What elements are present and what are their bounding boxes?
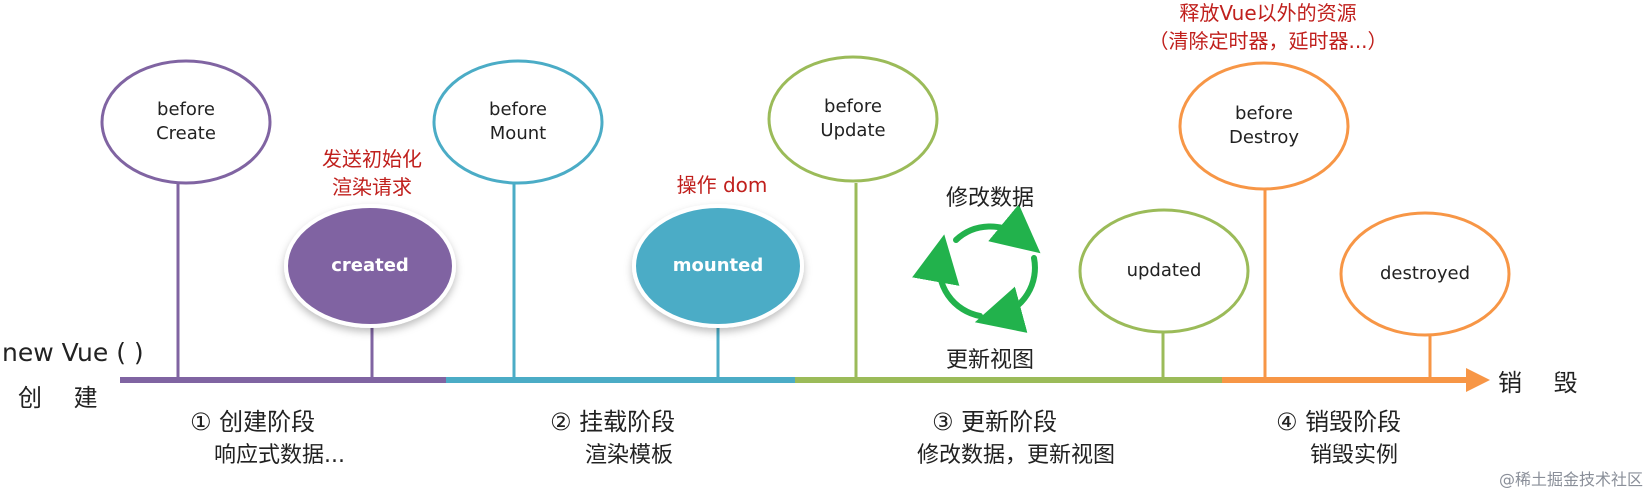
update-cycle-top-label: 修改数据: [945, 186, 1035, 211]
destroyed-node: [1339, 211, 1511, 337]
phase-mount-title: ② 挂载阶段: [550, 408, 676, 436]
destroyed-label: destroyed: [1379, 263, 1471, 284]
mounted-note: 操作 dom: [676, 173, 768, 197]
end-label: 销 毁: [1498, 369, 1590, 397]
created-node: [284, 204, 456, 328]
phase-destroy-desc: 销毁实例: [1310, 443, 1399, 468]
phase-update-desc: 修改数据，更新视图: [917, 443, 1116, 468]
created-label: created: [331, 255, 409, 276]
watermark: @稀土掘金技术社区: [1498, 470, 1643, 489]
beforeDestroy-node: [1178, 61, 1350, 191]
start-label-line1: new Vue ( ): [2, 338, 144, 367]
update-cycle-icon: [912, 204, 1041, 333]
updated-label: updated: [1126, 260, 1202, 281]
timeline-arrow-head: [1466, 368, 1490, 392]
beforeUpdate-node: [767, 55, 939, 183]
start-label-line2: 创 建: [18, 384, 110, 412]
phase-mount-desc: 渲染模板: [585, 443, 674, 468]
beforeCreate-node: [100, 59, 272, 185]
phase-create-desc: 响应式数据...: [214, 443, 345, 468]
phase-create-title: ① 创建阶段: [190, 408, 316, 436]
update-cycle-bottom-label: 更新视图: [945, 348, 1035, 373]
mounted-node: [632, 204, 804, 328]
phase-destroy-title: ④ 销毁阶段: [1276, 408, 1402, 436]
phase-update-title: ③ 更新阶段: [932, 408, 1058, 436]
mounted-label: mounted: [672, 255, 764, 276]
beforeMount-node: [432, 59, 604, 185]
updated-node: [1078, 208, 1250, 334]
created-note: 发送初始化渲染请求: [322, 147, 422, 199]
beforeDestroy-note: 释放Vue以外的资源（清除定时器，延时器...）: [1148, 1, 1388, 53]
